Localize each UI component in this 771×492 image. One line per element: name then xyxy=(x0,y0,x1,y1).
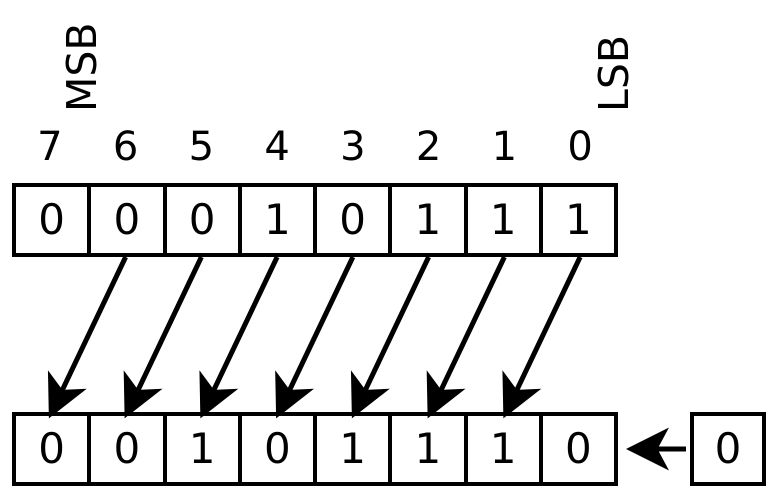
source-bit-7: 0 xyxy=(16,187,92,253)
shift-arrow xyxy=(275,255,356,419)
source-bit-2: 1 xyxy=(392,187,468,253)
result-bit-4: 0 xyxy=(241,416,317,482)
bit-index-7: 7 xyxy=(37,124,63,170)
result-bit-3: 1 xyxy=(317,416,393,482)
source-bit-3: 0 xyxy=(317,187,393,253)
shift-arrow xyxy=(350,255,431,419)
shift-arrow xyxy=(426,255,507,419)
result-bit-5: 1 xyxy=(166,416,242,482)
shift-arrow xyxy=(502,255,583,419)
source-register: 0 0 0 1 0 1 1 1 xyxy=(12,183,618,257)
result-bit-1: 1 xyxy=(467,416,543,482)
result-bit-0: 0 xyxy=(542,416,614,482)
bit-index-4: 4 xyxy=(264,124,290,170)
carry-in-box: 0 xyxy=(690,412,766,486)
shift-arrow xyxy=(123,255,204,419)
shift-arrow xyxy=(47,255,128,419)
bit-index-6: 6 xyxy=(112,124,139,170)
msb-label: MSB xyxy=(58,22,106,112)
source-bit-6: 0 xyxy=(91,187,167,253)
bit-index-2: 2 xyxy=(415,124,442,170)
source-bit-1: 1 xyxy=(467,187,543,253)
bit-index-5: 5 xyxy=(188,124,215,170)
shift-arrow xyxy=(199,255,280,419)
result-bit-6: 0 xyxy=(91,416,167,482)
bit-index-1: 1 xyxy=(491,124,518,170)
result-register: 0 0 1 0 1 1 1 0 xyxy=(12,412,618,486)
result-bit-2: 1 xyxy=(392,416,468,482)
result-bit-7: 0 xyxy=(16,416,92,482)
source-bit-5: 0 xyxy=(166,187,242,253)
source-bit-0: 1 xyxy=(542,187,614,253)
bit-index-row: 7 6 5 4 3 2 1 0 xyxy=(12,122,618,172)
bit-index-3: 3 xyxy=(340,124,366,170)
source-bit-4: 1 xyxy=(241,187,317,253)
lsb-label: LSB xyxy=(590,35,638,112)
bit-index-0: 0 xyxy=(567,124,593,170)
